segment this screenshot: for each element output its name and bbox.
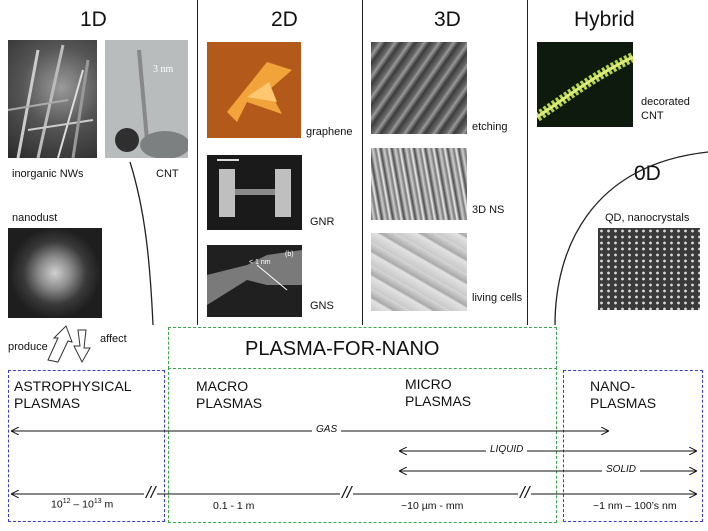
header-0d: 0D bbox=[634, 162, 661, 185]
scale-astro-unit: m bbox=[101, 498, 114, 511]
scale-macro: 0.1 - 1 m bbox=[210, 500, 258, 512]
living-cells-image bbox=[371, 233, 467, 311]
inorganic-nws-image bbox=[8, 40, 97, 158]
graphene-image bbox=[207, 42, 301, 138]
gas-label: GAS bbox=[312, 424, 342, 435]
astro-line2: PLASMAS bbox=[14, 395, 81, 411]
gns-scale-label: < 1 nm bbox=[249, 259, 271, 266]
scale-astro-exp1: 12 bbox=[62, 498, 71, 505]
ns3d-image bbox=[371, 148, 467, 220]
header-3d: 3D bbox=[434, 8, 461, 31]
label-decorated: decorated bbox=[641, 96, 690, 108]
solid-label: SOLID bbox=[602, 464, 641, 475]
astro-line1: ASTROPHYSICAL bbox=[14, 378, 132, 394]
nanodust-image bbox=[8, 228, 102, 318]
macro-line2: PLASMAS bbox=[196, 395, 263, 411]
macro-line1: MACRO bbox=[196, 378, 249, 394]
header-1d: 1D bbox=[80, 8, 107, 31]
graphene-flake bbox=[227, 62, 292, 122]
scale-astro: 1012 – 1013 m bbox=[48, 498, 117, 511]
scale-astro-exp2: 13 bbox=[93, 498, 102, 505]
nanowire-strokes bbox=[8, 44, 94, 158]
header-hybrid: Hybrid bbox=[574, 8, 635, 31]
plasma-for-nano-title: PLASMA-FOR-NANO bbox=[245, 338, 440, 360]
cnt-tube bbox=[115, 49, 188, 158]
scale-micro: ~10 µm - mm bbox=[398, 500, 467, 512]
gns-image: < 1 nm (b) bbox=[207, 245, 302, 317]
qd-image bbox=[598, 228, 700, 310]
scale-astro-mid: – 10 bbox=[70, 498, 94, 511]
gns-panel-label: (b) bbox=[285, 251, 294, 258]
decorated-cnt-fiber bbox=[537, 52, 633, 122]
label-affect: affect bbox=[100, 333, 127, 345]
separator-3d-hybrid bbox=[527, 0, 528, 325]
micro-line1: MICRO bbox=[405, 376, 452, 392]
label-produce: produce bbox=[8, 341, 48, 353]
label-ns3d: 3D NS bbox=[472, 204, 505, 216]
scale-nano: ~1 nm – 100’s nm bbox=[590, 500, 680, 512]
break-mark-3: // bbox=[518, 483, 532, 503]
label-living-cells: living cells bbox=[472, 292, 523, 304]
break-mark-2: // bbox=[340, 483, 354, 503]
scale-astro-base: 10 bbox=[51, 498, 63, 511]
etching-image bbox=[371, 42, 467, 134]
nano-line2: PLASMAS bbox=[590, 395, 657, 411]
label-cnt: CNT bbox=[156, 168, 179, 180]
label-qd-nanocrystals: QD, nanocrystals bbox=[605, 212, 690, 224]
micro-line2: PLASMAS bbox=[405, 393, 472, 409]
nanoplasmas-box bbox=[563, 370, 703, 522]
separator-1d-2d bbox=[197, 0, 198, 325]
cnt-scale-label: 3 nm bbox=[153, 64, 174, 75]
header-2d: 2D bbox=[271, 8, 298, 31]
liquid-label: LIQUID bbox=[486, 444, 528, 455]
astrophysical-box bbox=[8, 370, 165, 522]
gns-sheet bbox=[207, 250, 302, 305]
label-gns: GNS bbox=[310, 300, 334, 312]
label-nanodust: nanodust bbox=[12, 212, 58, 224]
gnr-image bbox=[207, 155, 302, 230]
label-inorganic-nws: inorganic NWs bbox=[12, 168, 84, 180]
label-etching: etching bbox=[472, 121, 508, 133]
label-graphene: graphene bbox=[306, 126, 353, 138]
nano-line1: NANO- bbox=[590, 378, 636, 394]
gnr-device bbox=[217, 159, 291, 217]
break-mark-1: // bbox=[144, 483, 158, 503]
cnt-image: 3 nm bbox=[105, 40, 188, 158]
separator-2d-3d bbox=[362, 0, 363, 325]
label-decorated-cnt: CNT bbox=[641, 110, 664, 122]
plasma-for-nano-box bbox=[168, 327, 557, 369]
label-gnr: GNR bbox=[310, 216, 335, 228]
decorated-cnt-image bbox=[537, 42, 633, 127]
green-lower-box bbox=[168, 367, 557, 523]
